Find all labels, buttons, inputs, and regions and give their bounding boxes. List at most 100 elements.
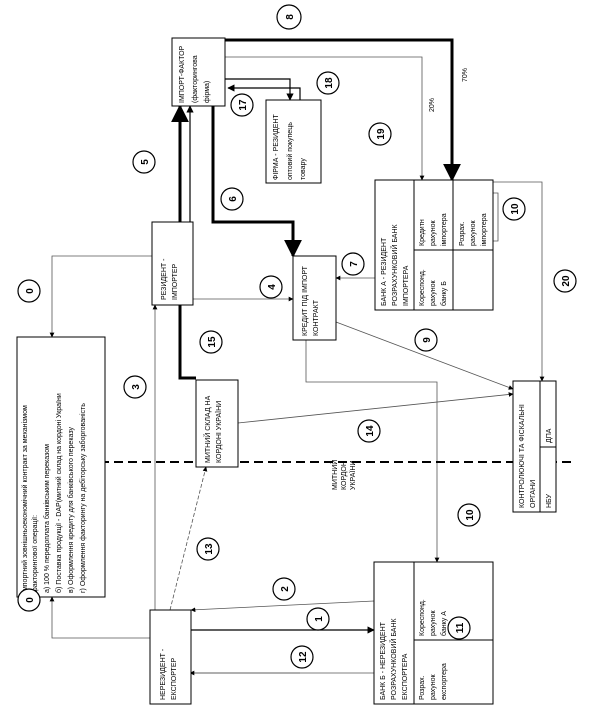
contract-title: Імпортний зовнішньоекономічний контракт … (21, 405, 29, 593)
step-12: 12 (290, 645, 314, 669)
customs-box: МИТНИЙ СКЛАД НА КОРДОНІ УКРАЇНИ (195, 379, 239, 468)
flow-17 (225, 78, 294, 101)
step-11: 11 (447, 616, 471, 640)
step-17: 17 (230, 93, 254, 117)
buyer-firm-box: ФІРМА - РЕЗИДЕНТ оптовий покупець товару (265, 99, 322, 184)
flow-18 (227, 84, 301, 100)
control-nbu: НБУ (546, 494, 553, 508)
bank-a-header: РОЗРАХУНКОВИЙ БАНК (390, 223, 399, 306)
bank-b-header: ЕКСПОРТЕРА (402, 653, 409, 700)
control-dpa: ДПА (546, 428, 553, 443)
credit-label: КРЕДИТ ПІД ІМПОРТ (302, 265, 309, 336)
svg-text:3: 3 (131, 384, 142, 390)
flow-credit-bankB (305, 340, 440, 563)
svg-text:12: 12 (298, 651, 309, 663)
svg-text:18: 18 (324, 77, 335, 89)
bank-b-box: БАНК Б - НЕРЕЗИДЕНТ РОЗРАХУНКОВИЙ БАНК Е… (373, 561, 494, 705)
flow-13 (169, 466, 208, 611)
svg-text:20: 20 (561, 275, 572, 287)
svg-text:10: 10 (465, 509, 476, 521)
step-markers: 0 0 1 2 3 4 5 6 7 8 9 10 10 11 12 13 14 … (17, 4, 577, 669)
flow-14 (237, 392, 514, 424)
step-19: 19 (368, 122, 392, 146)
step-10-lower: 10 (457, 503, 481, 527)
svg-text:8: 8 (285, 14, 296, 20)
svg-text:КОРДОН: КОРДОН (341, 461, 348, 490)
step-7: 7 (341, 252, 365, 276)
flow-0-exporter-contract (49, 596, 150, 639)
svg-text:11: 11 (455, 622, 466, 633)
step-14: 14 (357, 419, 381, 443)
svg-text:19: 19 (376, 128, 387, 140)
contract-line: б) Поставка продукції - DAP(митний склад… (55, 393, 63, 593)
control-sub: ОРГАНИ (530, 480, 537, 508)
percent-70-label: 70% (462, 68, 469, 82)
flow-19 (221, 56, 425, 181)
svg-text:4: 4 (267, 284, 278, 290)
bank-a-corr-account: банку Б (440, 281, 448, 306)
step-13: 13 (196, 537, 220, 561)
contract-box: Імпортний зовнішньоекономічний контракт … (16, 336, 106, 598)
flow-20 (493, 181, 545, 382)
step-0-top: 0 (17, 279, 41, 303)
step-15: 15 (199, 330, 223, 354)
flow-8 (221, 38, 461, 182)
svg-text:9: 9 (422, 337, 433, 343)
bank-a-header: ІМПОРТЕРА (403, 265, 410, 306)
step-10-bank-a: 10 (502, 197, 526, 221)
flow-0-importer-contract (49, 255, 152, 338)
control-header: КОНТРОЛЮЮЧІ ТА ФІСКАЛЬНІ (519, 404, 526, 508)
step-1: 1 (306, 607, 330, 631)
control-bodies-box: КОНТРОЛЮЮЧІ ТА ФІСКАЛЬНІ ОРГАНИ НБУ ДПА (512, 380, 557, 513)
step-4: 4 (259, 275, 283, 299)
credit-label: КОНТРАКТ (313, 299, 320, 336)
bank-b-header: БАНК Б - НЕРЕЗИДЕНТ (380, 621, 387, 700)
bank-b-settlement-account: Розрах. (419, 675, 426, 700)
step-3: 3 (123, 375, 147, 399)
bank-b-header: РОЗРАХУНКОВИЙ БАНК (389, 617, 398, 700)
buyer-label: ФІРМА - РЕЗИДЕНТ (273, 114, 280, 180)
svg-text:15: 15 (207, 336, 218, 348)
svg-text:0: 0 (25, 288, 36, 294)
svg-text:УКРАЇНИ: УКРАЇНИ (349, 461, 357, 490)
step-6: 6 (220, 187, 244, 211)
bank-a-credit-account: рахунок (430, 219, 437, 246)
svg-text:6: 6 (228, 196, 239, 202)
buyer-label: оптовий покупець (286, 122, 294, 180)
bank-a-credit-account: Кредитн (419, 219, 426, 246)
bank-a-corr-account: Кореспонд. (419, 269, 426, 306)
svg-text:5: 5 (140, 159, 151, 165)
contract-line: факторингової операції: (31, 515, 39, 593)
bank-b-corr-account: Кореспонд. (419, 599, 426, 636)
step-9: 9 (414, 328, 438, 352)
bank-a-settlement-account: рахунок (470, 219, 477, 246)
bank-b-corr-account: рахунок (430, 609, 437, 636)
importer-box: РЕЗИДЕНТ - ІМПОРТЕР (151, 221, 194, 306)
credit-box: КРЕДИТ ПІД ІМПОРТ КОНТРАКТ (292, 255, 337, 341)
bank-a-box: БАНК А - РЕЗИДЕНТ РОЗРАХУНКОВИЙ БАНК ІМП… (374, 179, 494, 311)
factor-label: фірма) (203, 81, 211, 103)
step-18: 18 (316, 71, 340, 95)
import-factor-box: ІМПОРТ-ФАКТОР (факторингова фірма) (171, 37, 226, 107)
flow-9 (335, 321, 514, 390)
bank-a-corr-account: рахунок (430, 279, 437, 306)
contract-line: в) Оформлення кредиту для банківського п… (67, 427, 75, 593)
contract-line: г) Оформлення факторингу на дебіторську … (79, 403, 87, 593)
svg-text:17: 17 (238, 99, 249, 111)
exporter-label: ЕКСПОРТЕР (171, 658, 178, 700)
importer-label: ІМПОРТЕР (172, 263, 179, 300)
svg-text:14: 14 (365, 425, 376, 437)
flow-15 (171, 104, 196, 380)
contract-line: а) 100 % передоплата банківським переказ… (43, 444, 51, 593)
svg-text:13: 13 (204, 543, 215, 555)
customs-label: КОРДОНІ УКРАЇНИ (215, 401, 223, 463)
buyer-label: товару (300, 158, 307, 180)
customs-label: МИТНИЙ СКЛАД НА (203, 395, 212, 463)
svg-text:10: 10 (510, 203, 521, 215)
factor-label: (факторингова (192, 55, 199, 103)
factor-label: ІМПОРТ-ФАКТОР (179, 45, 186, 103)
importer-label: РЕЗИДЕНТ - (161, 258, 168, 300)
step-20: 20 (553, 269, 577, 293)
percent-20-label: 20% (429, 98, 436, 112)
